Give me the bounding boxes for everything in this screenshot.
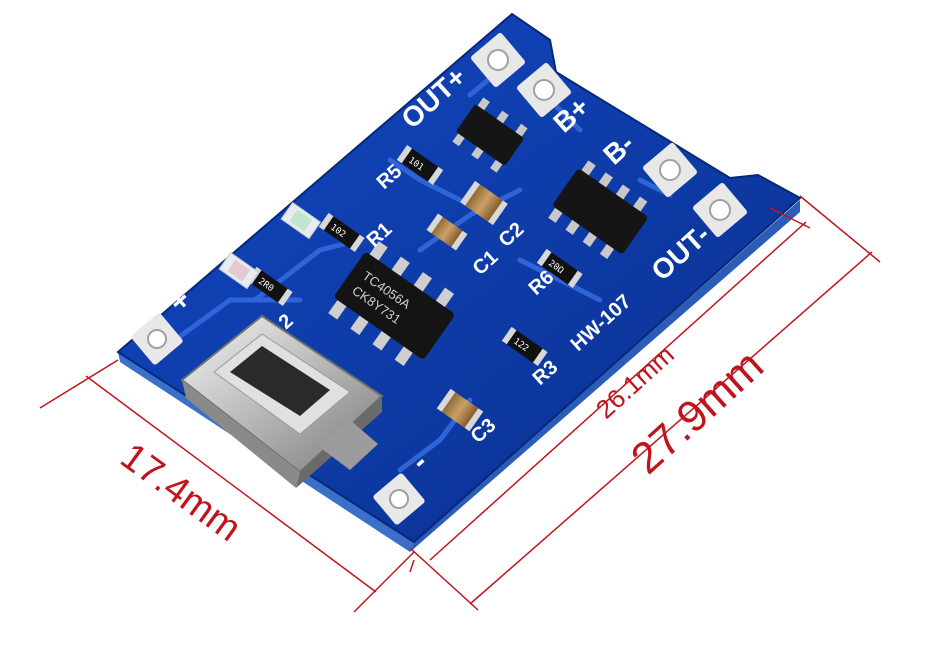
led-red xyxy=(218,251,260,290)
pad-in-minus xyxy=(373,473,425,525)
protection-ic-small xyxy=(452,97,528,173)
pad-out-plus xyxy=(471,33,525,87)
mosfet-ic xyxy=(548,160,648,259)
capacitor-c3 xyxy=(436,388,484,432)
led-green xyxy=(280,201,322,240)
dimension-length-outer xyxy=(409,195,881,611)
resistor-r5: 101 xyxy=(396,145,444,185)
pad-b-minus xyxy=(643,143,697,197)
dimension-length-inner xyxy=(409,207,811,573)
dimension-width-label: 17.4mm xyxy=(113,435,249,550)
capacitor-c1 xyxy=(426,213,468,251)
capacitor-c2 xyxy=(460,180,508,226)
pad-b-plus xyxy=(517,63,571,117)
pad-out-minus xyxy=(693,183,747,237)
dimension-width xyxy=(39,359,415,613)
resistor-r6: 20Ω xyxy=(536,248,583,288)
pcb-edge-right xyxy=(410,200,800,552)
micro-usb-connector xyxy=(180,314,384,488)
resistor-r3: 122 xyxy=(501,326,548,366)
resistor-r1: 102 xyxy=(318,212,365,252)
pad-in-plus xyxy=(131,313,183,365)
